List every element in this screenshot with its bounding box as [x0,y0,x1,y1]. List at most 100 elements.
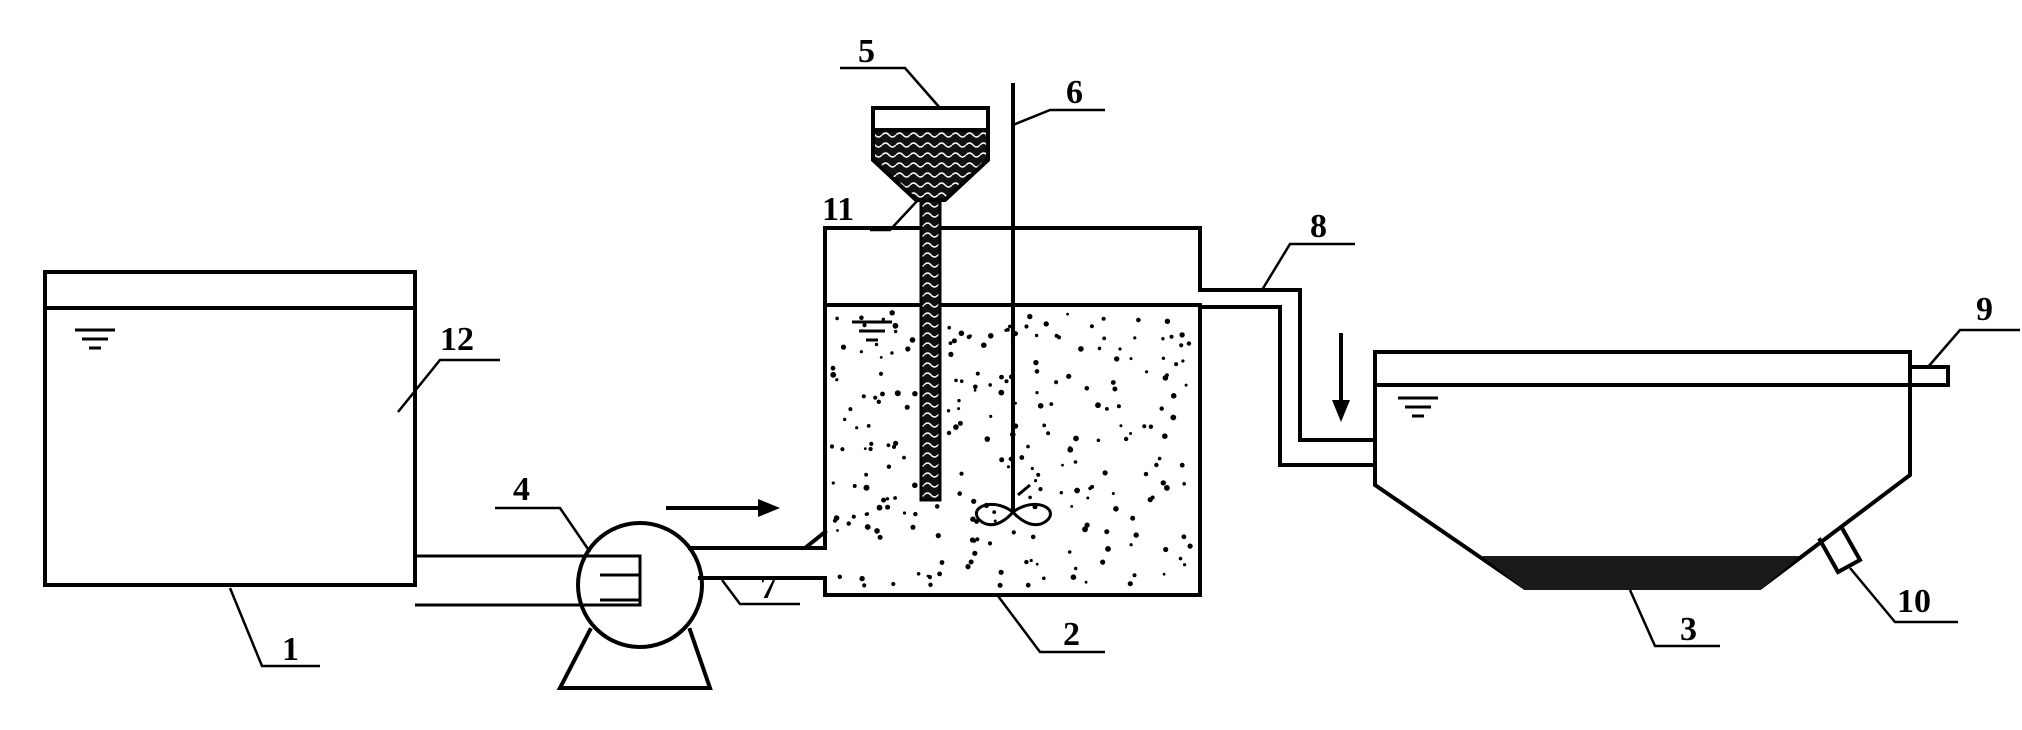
suspended-particles [829,310,1193,588]
particle-dot [999,374,1004,380]
particle-dot [876,504,883,511]
particle-dot [1161,356,1166,360]
water-level-symbol-tank [75,328,115,350]
particle-dot [904,404,910,410]
particle-dot [902,511,907,515]
flow-arrow-right [666,499,780,517]
particle-dot [1089,324,1094,329]
particle-dot [1084,386,1090,391]
label-4: 4 [513,471,530,508]
particle-dot [1030,466,1034,471]
particle-dot [1104,529,1110,535]
particle-dot [886,443,891,448]
particle-dot [947,325,951,330]
particle-dot [970,516,976,522]
particle-dot [843,417,847,422]
particle-dot [948,351,954,357]
particle-dot [1082,526,1088,533]
particle-dot [891,581,896,587]
particle-dot [1100,559,1106,565]
particle-dot [878,371,884,376]
particle-dot [951,338,957,344]
particle-dot [958,330,965,337]
particle-dot [1066,373,1072,379]
particle-dot [874,528,880,534]
particle-dot [894,329,898,334]
particle-dot [1118,347,1122,351]
particle-dot [863,484,870,491]
particle-dot [1095,402,1101,409]
particle-dot [1186,341,1192,346]
particle-dot [972,550,978,556]
particle-dot [879,356,883,359]
feed-tube [919,198,942,502]
particle-dot [948,341,953,345]
particle-dot [837,574,842,579]
particle-dot [1043,321,1049,327]
particle-dot [1102,336,1107,341]
particle-dot [893,440,899,446]
particle-dot [833,515,840,521]
settling-tank [1373,350,1912,590]
particle-dot [1111,492,1115,495]
particle-dot [912,391,918,397]
particle-dot [968,559,974,565]
particle-dot [1174,362,1179,367]
particle-dot [957,420,963,426]
particle-dot [1090,484,1095,489]
label-2: 2 [1063,616,1080,653]
particle-dot [1030,534,1036,540]
particle-dot [1070,505,1074,508]
particle-dot [1164,318,1171,324]
particle-dot [1165,373,1169,377]
particle-dot [835,378,839,382]
particle-dot [1024,324,1029,329]
particle-dot [1019,455,1025,460]
pipe-8 [1198,288,1377,467]
particle-dot [852,484,857,488]
particle-dot [1163,546,1169,553]
particle-dot [1157,456,1162,461]
particle-dot [889,310,895,316]
particle-dot [957,491,962,496]
particle-dot [1024,559,1029,565]
particle-dot [859,350,864,354]
particle-dot [1006,465,1011,469]
particle-dot [966,334,972,340]
particle-dot [891,444,897,449]
particle-dot [1181,359,1185,363]
particle-dot [1042,576,1046,581]
particle-dot [830,365,836,371]
label-9: 9 [1976,291,1993,328]
particle-dot [1129,543,1133,547]
particle-dot [1046,431,1051,436]
particle-dot [1179,343,1184,348]
particle-dot [973,388,977,392]
particle-dot [1084,580,1088,584]
particle-dot [1143,471,1149,477]
particle-dot [862,323,867,328]
particle-dot [1068,446,1072,450]
particle-dot [873,395,878,400]
particle-dot [1119,424,1123,428]
particle-dot [874,342,879,347]
particle-dot [1028,495,1032,500]
particle-dot [1169,334,1174,339]
particle-dot [1127,581,1133,587]
particle-dot [993,519,997,523]
particle-dot [848,407,853,412]
sludge-layer [1482,556,1800,590]
particle-dot [1130,515,1136,521]
particle-dot [1004,328,1008,332]
particle-dot [1101,316,1106,321]
particle-dot [997,582,1003,588]
particle-dot [881,317,885,321]
particle-dot [890,351,894,355]
particle-dot [1036,472,1041,477]
particle-dot [1159,406,1164,411]
particle-dot [998,389,1005,396]
particle-dot [1056,335,1062,340]
particle-dot [912,482,918,489]
particle-dot [831,481,835,485]
particle-dot [937,571,942,577]
